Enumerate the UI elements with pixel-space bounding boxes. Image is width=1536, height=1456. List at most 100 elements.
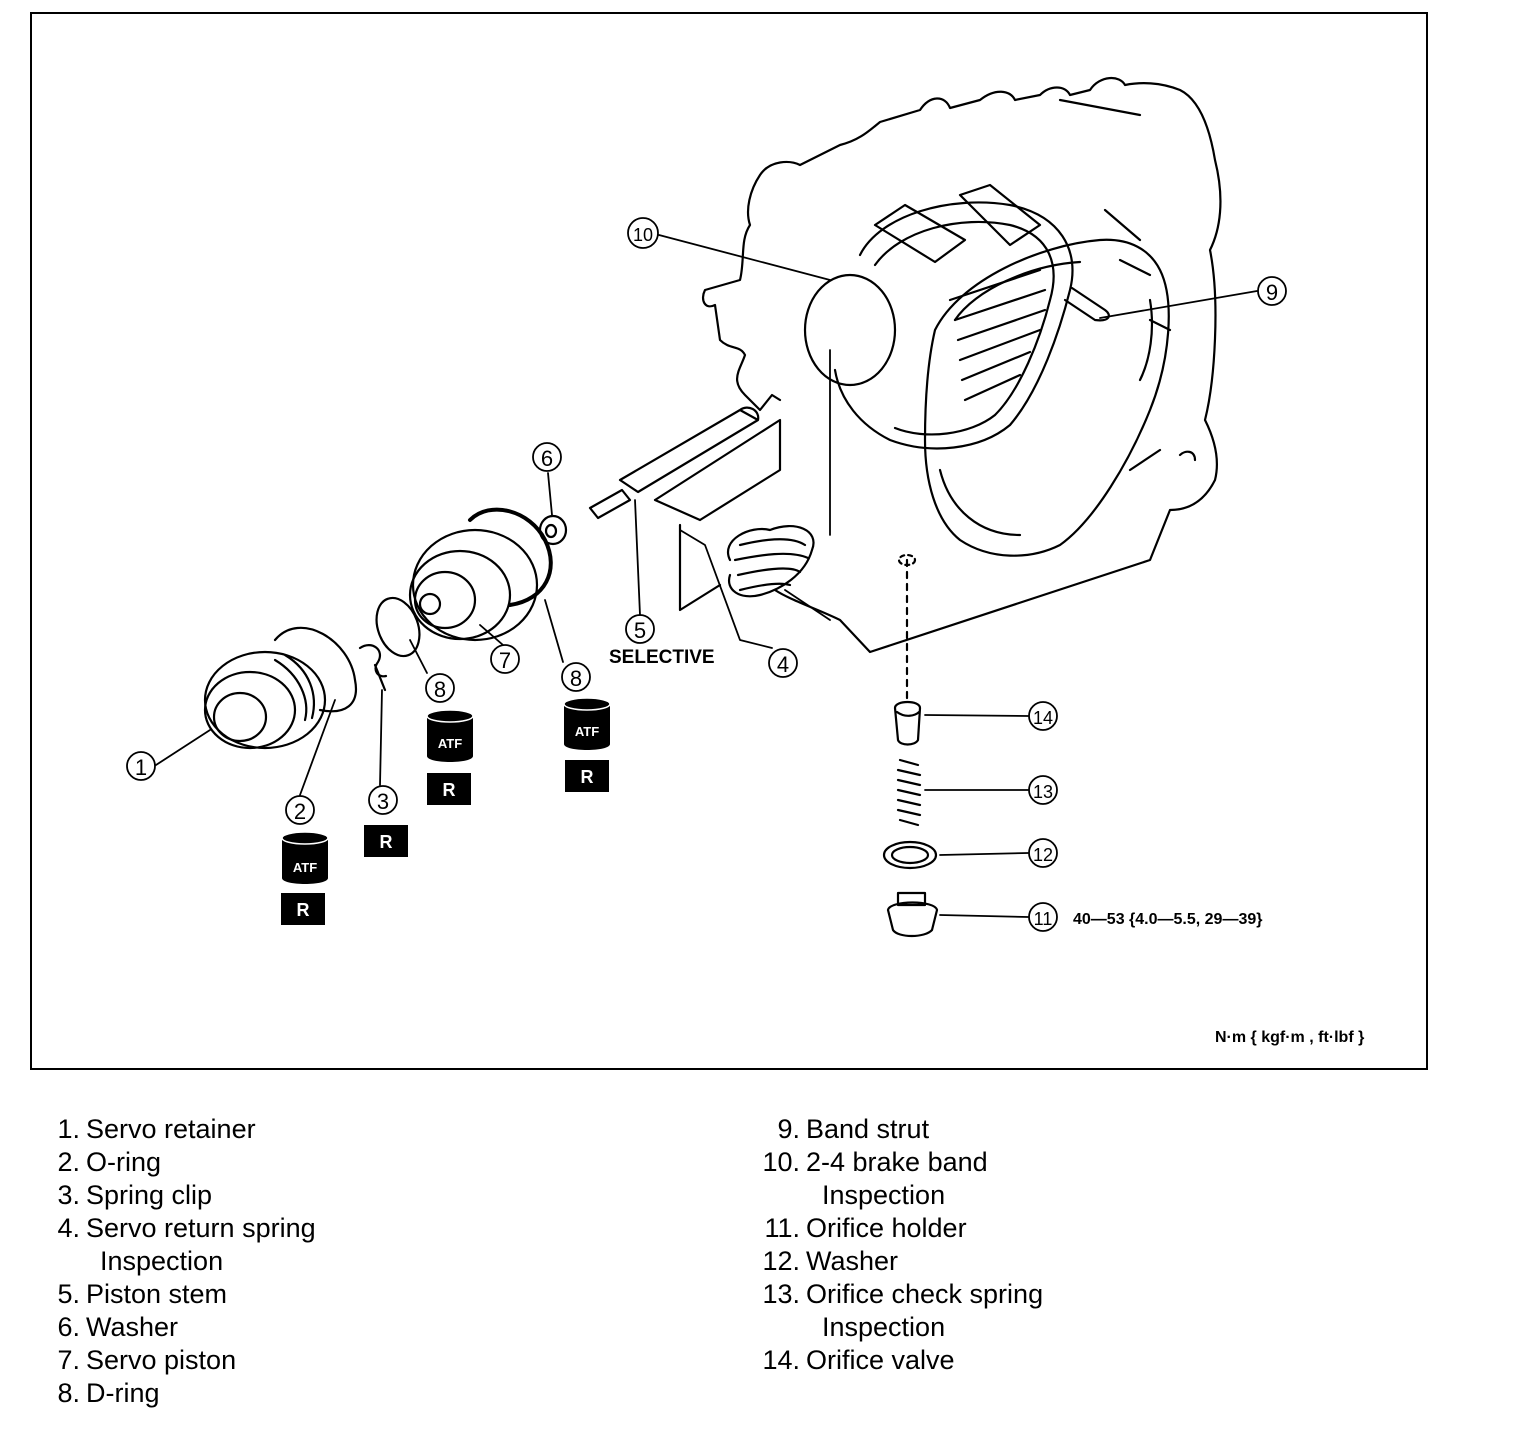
svg-text:3: 3 xyxy=(377,789,389,814)
svg-text:5: 5 xyxy=(634,618,646,643)
atf-can-2: ATF xyxy=(281,831,329,884)
legend-item: 11.Orifice holder xyxy=(760,1212,1043,1245)
legend-item-number: 7. xyxy=(57,1345,80,1375)
legend-item-number: 4. xyxy=(57,1213,80,1243)
transmission-case xyxy=(701,77,1222,654)
legend-item: 7.Servo piston xyxy=(50,1344,316,1377)
legend-item-label: Spring clip xyxy=(86,1180,213,1210)
callout-11: 11 xyxy=(1028,902,1058,932)
legend-item-number: 5. xyxy=(57,1279,80,1309)
replace-box-8b: R xyxy=(565,760,609,792)
band-strut xyxy=(1063,286,1110,322)
legend-item-label: 2-4 brake band xyxy=(806,1147,988,1177)
callout-8b: 8 xyxy=(561,662,591,692)
legend-item-number: 8. xyxy=(57,1378,80,1408)
legend-item-label: D-ring xyxy=(86,1378,160,1408)
legend-item-number: 1. xyxy=(57,1114,80,1144)
legend-item-label: O-ring xyxy=(86,1147,162,1177)
svg-text:R: R xyxy=(443,780,456,800)
servo-piston-back xyxy=(411,528,539,642)
svg-text:R: R xyxy=(380,832,393,852)
legend-item: 5.Piston stem xyxy=(50,1278,316,1311)
legend-item-label: Orifice check spring xyxy=(806,1279,1044,1309)
selective-bracket xyxy=(653,418,782,612)
svg-text:R: R xyxy=(297,900,310,920)
band-lugs xyxy=(873,183,1042,264)
o-ring xyxy=(273,626,358,713)
callout-9: 9 xyxy=(1257,276,1287,306)
replace-box-3: R xyxy=(364,825,408,857)
legend-item-number: 9. xyxy=(777,1114,800,1144)
svg-text:1: 1 xyxy=(135,755,147,780)
callout-4: 4 xyxy=(768,648,798,678)
legend-item-label: Washer xyxy=(86,1312,179,1342)
svg-text:9: 9 xyxy=(1266,280,1278,305)
washer-12-part xyxy=(882,840,938,870)
atf-can-8a: ATF xyxy=(426,709,474,762)
legend-item-number: 11. xyxy=(764,1213,800,1243)
legend-item-label: Washer xyxy=(806,1246,899,1276)
piston-stem xyxy=(588,406,760,520)
callout-8a: 8 xyxy=(425,673,455,703)
atf-can-8b: ATF xyxy=(563,697,611,750)
legend-item-number: 14. xyxy=(762,1345,800,1375)
legend-item: 10.2-4 brake band xyxy=(760,1146,1043,1179)
servo-piston-front xyxy=(413,570,477,630)
callout-13: 13 xyxy=(1028,775,1058,805)
orifice-check-spring-part xyxy=(896,758,922,827)
exploded-view-diagram: 1 2 3 4 5 6 7 8 8 9 10 11 12 13 14 ATF A… xyxy=(126,77,1364,1046)
svg-text:R: R xyxy=(581,767,594,787)
brake-band xyxy=(833,201,1074,450)
callout-7: 7 xyxy=(490,644,520,674)
spring-clip xyxy=(358,644,388,692)
servo-retainer-front xyxy=(212,691,268,743)
orifice-valve-part xyxy=(893,700,922,746)
legend-item-sublabel: Inspection xyxy=(822,1312,946,1342)
replace-box-8a: R xyxy=(427,773,471,805)
svg-text:12: 12 xyxy=(1033,845,1053,865)
servo-retainer-back xyxy=(203,650,327,750)
legend-item-number: 3. xyxy=(57,1180,80,1210)
legend-item-sublabel: Inspection xyxy=(100,1246,224,1276)
svg-text:8: 8 xyxy=(434,677,446,702)
legend-item-label: Servo retainer xyxy=(86,1114,256,1144)
legend-item: 9.Band strut xyxy=(760,1113,1043,1146)
legend-item: 2.O-ring xyxy=(50,1146,316,1179)
legend-item-number: 12. xyxy=(762,1246,800,1276)
svg-text:14: 14 xyxy=(1033,708,1053,728)
svg-text:13: 13 xyxy=(1033,782,1053,802)
case-ribs xyxy=(1058,98,1197,472)
legend-item-number: 10. xyxy=(762,1147,800,1177)
torque-spec: 40—53 {4.0—5.5, 29—39} xyxy=(1073,911,1262,928)
svg-text:ATF: ATF xyxy=(438,736,462,751)
legend-item-label: Piston stem xyxy=(86,1279,228,1309)
legend-item-label: Servo piston xyxy=(86,1345,237,1375)
servo-piston-mid xyxy=(408,549,512,641)
svg-text:11: 11 xyxy=(1034,909,1053,929)
svg-text:7: 7 xyxy=(499,648,511,673)
legend-item-sublabel: Inspection xyxy=(822,1180,946,1210)
callout-2: 2 xyxy=(285,795,315,825)
legend-item-number: 6. xyxy=(57,1312,80,1342)
legend-item: 12.Washer xyxy=(760,1245,1043,1278)
callout-12: 12 xyxy=(1028,838,1058,868)
callout-3: 3 xyxy=(368,785,398,815)
legend-item-number: 2. xyxy=(57,1147,80,1177)
orifice-holder-part xyxy=(886,891,939,938)
callout-1: 1 xyxy=(126,751,156,781)
legend-item: 6.Washer xyxy=(50,1311,316,1344)
legend-item-label: Band strut xyxy=(806,1114,930,1144)
washer-12-inner xyxy=(890,845,930,865)
callout-10: 10 xyxy=(627,217,659,249)
diagram-frame xyxy=(30,12,1428,1070)
case-flange xyxy=(938,260,1154,537)
svg-text:6: 6 xyxy=(541,446,553,471)
replace-box-2: R xyxy=(281,893,325,925)
svg-text:4: 4 xyxy=(777,652,789,677)
legend-item: 1.Servo retainer xyxy=(50,1113,316,1146)
legend-item-label: Orifice valve xyxy=(806,1345,955,1375)
d-ring-small xyxy=(375,596,421,658)
callout-14: 14 xyxy=(1028,701,1058,731)
svg-text:ATF: ATF xyxy=(575,724,599,739)
